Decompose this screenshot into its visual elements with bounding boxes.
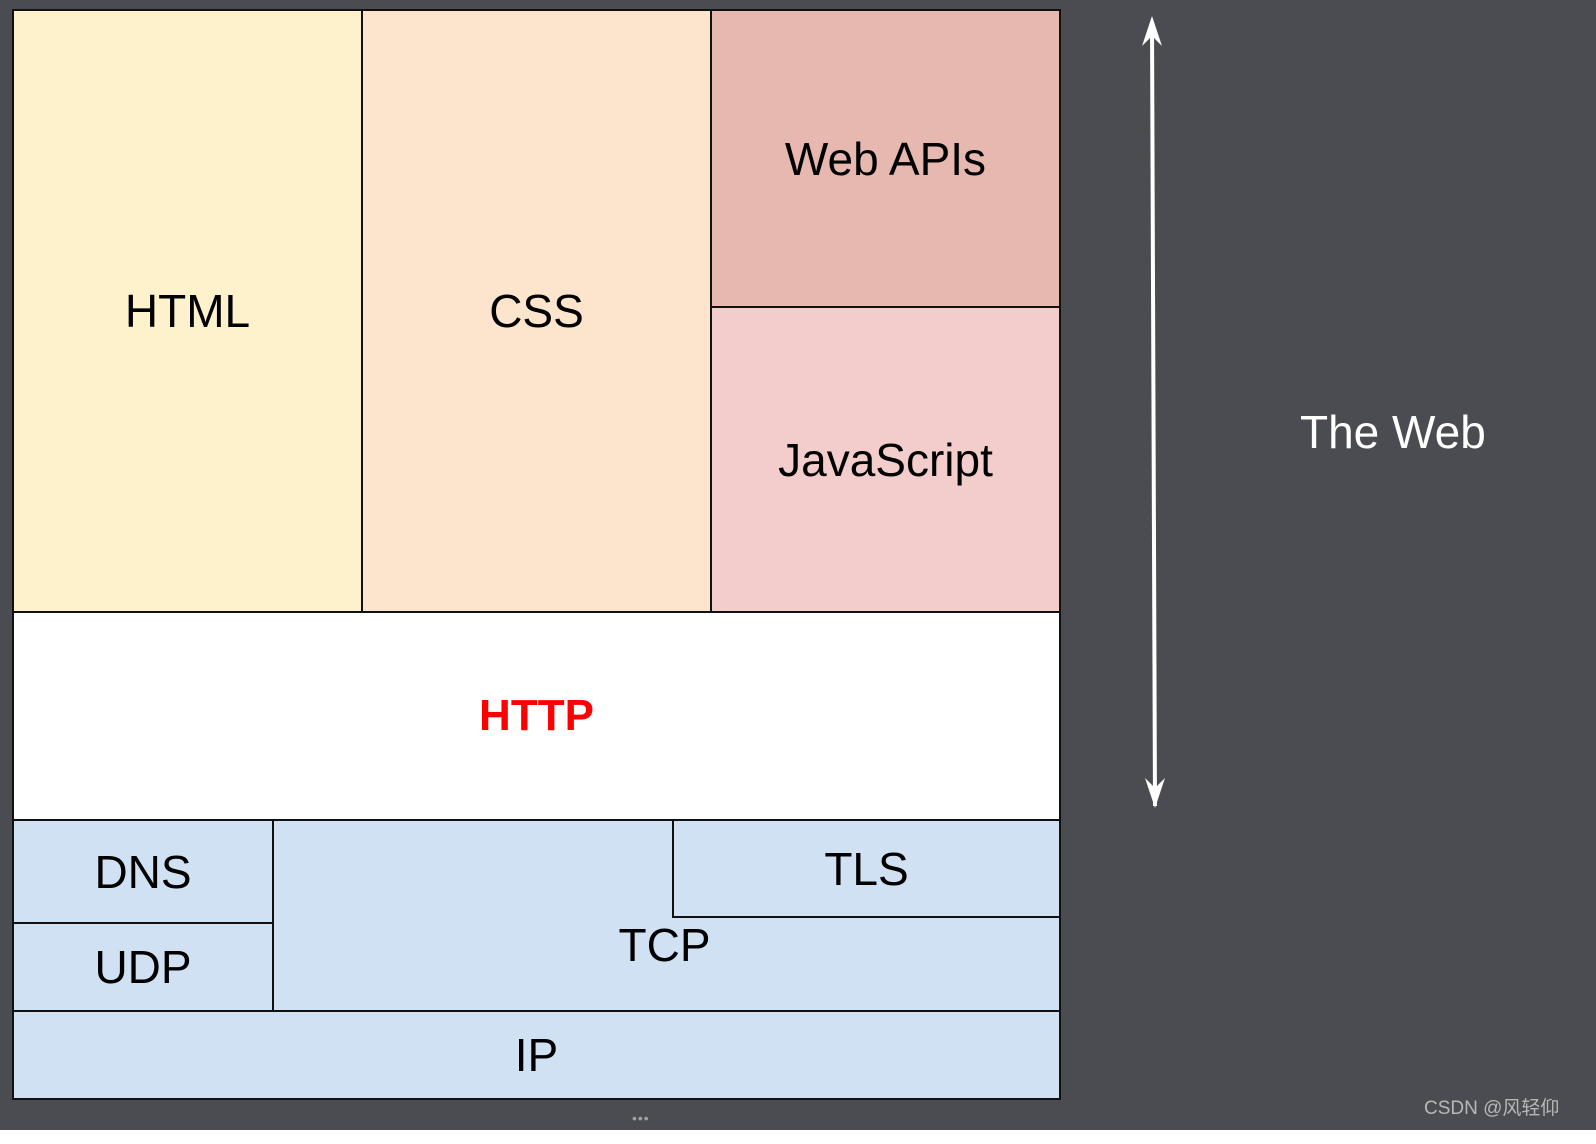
arrow-head-up-icon (1142, 16, 1162, 46)
css-layer: CSS (361, 9, 712, 613)
ip-label: IP (514, 1029, 559, 1081)
html-layer: HTML (12, 9, 363, 613)
ip-layer: IP (12, 1010, 1061, 1100)
dns-label: DNS (94, 845, 192, 898)
udp-label: UDP (94, 941, 192, 993)
http-label: HTTP (479, 691, 594, 740)
javascript-layer: JavaScript (710, 306, 1061, 613)
dns-layer: DNS (12, 819, 274, 924)
html-label: HTML (124, 285, 251, 337)
web-apis-layer: Web APIs (710, 9, 1061, 308)
double-arrow-icon (1142, 16, 1165, 808)
http-layer: HTTP (12, 611, 1061, 821)
css-label: CSS (489, 285, 584, 337)
web-apis-label: Web APIs (784, 132, 987, 185)
resize-handle-icon: ••• (632, 1110, 650, 1126)
tcp-label: TCP (618, 919, 711, 971)
tls-label: TLS (824, 842, 909, 895)
arrow-head-down-icon (1145, 778, 1165, 808)
the-web-label: The Web (1300, 406, 1486, 458)
udp-layer: UDP (12, 922, 274, 1012)
arrow-shaft (1150, 21, 1157, 807)
tls-layer: TLS (672, 819, 1061, 918)
watermark: CSDN @风轻仰 (1424, 1098, 1560, 1119)
javascript-label: JavaScript (778, 433, 993, 486)
